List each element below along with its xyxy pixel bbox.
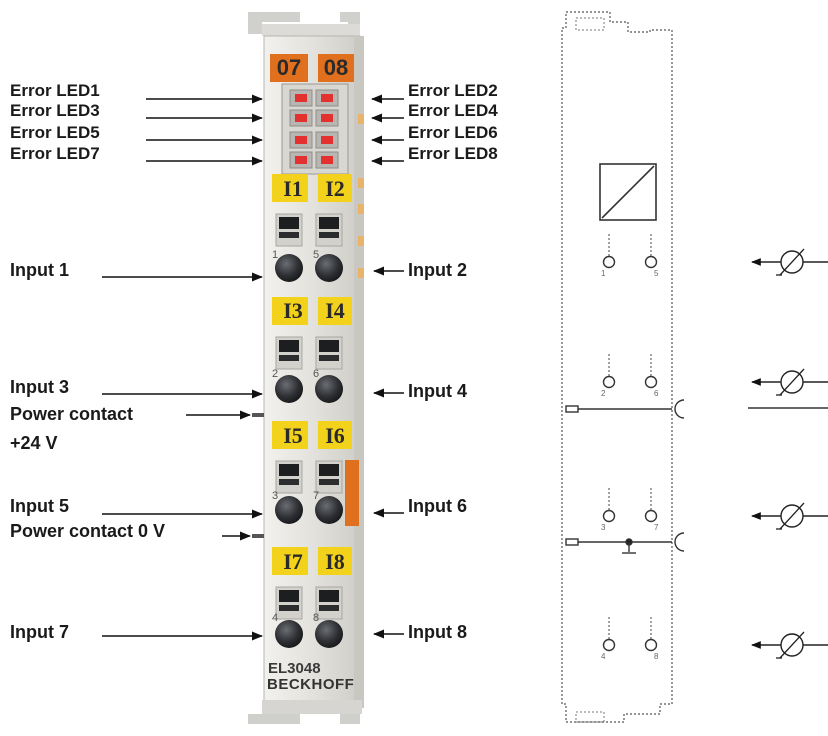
label-input-8: Input 8 xyxy=(408,622,467,642)
slot-label-i4: I4 xyxy=(325,298,345,323)
slot-band-right-1 xyxy=(318,174,352,202)
label-input-2: Input 2 xyxy=(408,260,467,280)
slot-band-right-3 xyxy=(318,421,352,449)
slot-label-i8: I8 xyxy=(325,549,345,574)
label-input-3: Input 3 xyxy=(10,377,69,397)
bottom-clip xyxy=(248,700,362,724)
slot-band-right-4 xyxy=(318,547,352,575)
schem-pin-number: 3 xyxy=(601,523,606,532)
label-input-1: Input 1 xyxy=(10,260,69,280)
spring-slot-1-1 xyxy=(279,232,299,238)
module-pin-1: 1 xyxy=(272,249,279,261)
terminal-contact-2-1 xyxy=(275,375,303,403)
label-error-led-2: Error LED2 xyxy=(408,81,498,100)
spring-slot-3-1 xyxy=(279,479,299,485)
slot-label-i1: I1 xyxy=(283,176,303,201)
error-led-4 xyxy=(321,114,333,122)
terminal-contact-3-1 xyxy=(275,496,303,524)
label-error-led-8: Error LED8 xyxy=(408,144,498,163)
label-error-led-7: Error LED7 xyxy=(10,144,100,163)
label-input-7: Input 7 xyxy=(10,622,69,642)
slot-07-badge xyxy=(270,54,308,82)
spring-slot-4-1 xyxy=(279,605,299,611)
label-error-led-4: Error LED4 xyxy=(408,101,498,120)
module-pin-5: 5 xyxy=(313,249,320,261)
model-label: EL3048 xyxy=(268,660,321,677)
spring-opening-4-1 xyxy=(279,590,299,602)
spring-slot-2-2 xyxy=(319,355,339,361)
spring-opening-3-2 xyxy=(319,464,339,476)
schem-pin-number: 4 xyxy=(601,652,606,661)
module-pin-3: 3 xyxy=(272,490,279,502)
spring-slot-1-2 xyxy=(319,232,339,238)
terminal-contact-3-2 xyxy=(315,496,343,524)
schem-pin-number: 8 xyxy=(654,652,659,661)
terminal-contact-1-2 xyxy=(315,254,343,282)
spring-slot-3-2 xyxy=(319,479,339,485)
label-error-led-1: Error LED1 xyxy=(10,81,100,100)
brand-label: BECKHOFF xyxy=(267,676,355,693)
slot-label-i7: I7 xyxy=(283,549,303,574)
slot-band-left-3 xyxy=(272,421,308,449)
spring-opening-1-2 xyxy=(319,217,339,229)
label-error-led-5: Error LED5 xyxy=(10,123,100,142)
error-led-6 xyxy=(321,136,333,144)
spring-opening-3-1 xyxy=(279,464,299,476)
slot-band-left-4 xyxy=(272,547,308,575)
slot-label-i6: I6 xyxy=(325,423,345,448)
label-power-contact-0v: Power contact 0 V xyxy=(10,521,166,541)
slot-band-right-2 xyxy=(318,297,352,325)
error-led-3 xyxy=(295,114,307,122)
error-led-8 xyxy=(321,156,333,164)
error-led-7 xyxy=(295,156,307,164)
spring-opening-2-2 xyxy=(319,340,339,352)
spring-opening-1-1 xyxy=(279,217,299,229)
slot-label-i5: I5 xyxy=(283,423,303,448)
label-power-24v-value: +24 V xyxy=(10,433,58,453)
schem-pin-number: 2 xyxy=(601,389,606,398)
label-input-6: Input 6 xyxy=(408,496,467,516)
module-pin-2: 2 xyxy=(272,368,279,380)
module-pin-8: 8 xyxy=(313,612,320,624)
schem-pin-number: 7 xyxy=(654,523,659,532)
module-pin-4: 4 xyxy=(272,612,279,624)
label-error-led-6: Error LED6 xyxy=(408,123,498,142)
label-input-4: Input 4 xyxy=(408,381,467,401)
schem-pin-number: 1 xyxy=(601,269,606,278)
power-contact-24v xyxy=(252,413,264,417)
slot-08-number: 08 xyxy=(323,55,349,80)
spring-opening-4-2 xyxy=(319,590,339,602)
label-power-contact-24v: Power contact xyxy=(10,404,134,424)
label-input-5: Input 5 xyxy=(10,496,69,516)
spring-slot-4-2 xyxy=(319,605,339,611)
release-tab xyxy=(345,460,359,526)
label-error-led-3: Error LED3 xyxy=(10,101,100,120)
terminal-contact-2-2 xyxy=(315,375,343,403)
top-clip xyxy=(248,12,360,36)
slot-label-i2: I2 xyxy=(325,176,345,201)
led-block xyxy=(281,83,349,175)
slot-08-badge xyxy=(318,54,354,82)
terminal-contact-4-2 xyxy=(315,620,343,648)
error-led-1 xyxy=(295,94,307,102)
module-pin-6: 6 xyxy=(313,368,320,380)
schem-pin-number: 5 xyxy=(654,269,659,278)
spring-slot-2-1 xyxy=(279,355,299,361)
error-led-2 xyxy=(321,94,333,102)
terminal-contact-4-1 xyxy=(275,620,303,648)
schem-pin-number: 6 xyxy=(654,389,659,398)
power-contact-0v xyxy=(252,534,264,538)
error-led-5 xyxy=(295,136,307,144)
slot-label-i3: I3 xyxy=(283,298,303,323)
slot-07-number: 07 xyxy=(276,55,302,80)
terminal-contact-1-1 xyxy=(275,254,303,282)
module-pin-7: 7 xyxy=(313,490,320,502)
spring-opening-2-1 xyxy=(279,340,299,352)
slot-band-left-1 xyxy=(272,174,308,202)
slot-band-left-2 xyxy=(272,297,308,325)
